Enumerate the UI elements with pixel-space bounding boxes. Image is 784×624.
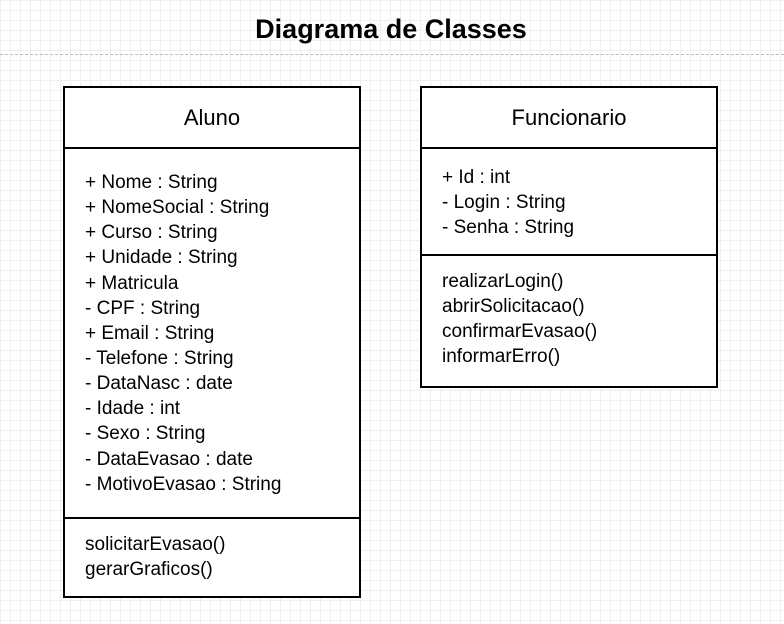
method-confirmar-evasao: confirmarEvasao() bbox=[442, 321, 598, 343]
method-informar-erro: informarErro() bbox=[442, 346, 561, 368]
attribute-sexo: - Sexo : String bbox=[85, 423, 206, 445]
attribute-nome-social: + NomeSocial : String bbox=[85, 197, 270, 219]
attribute-nome: + Nome : String bbox=[85, 172, 218, 193]
attribute-data-evasao: - DataEvasao : date bbox=[85, 448, 253, 470]
class-box-aluno[interactable]: Aluno + Nome : String + NomeSocial : Str… bbox=[63, 86, 361, 598]
class-box-funcionario[interactable]: Funcionario + Id : int - Login : String … bbox=[420, 86, 718, 388]
attribute-curso: + Curso : String bbox=[85, 222, 218, 244]
attribute-senha: - Senha : String bbox=[442, 217, 575, 239]
attribute-idade: - Idade : int bbox=[85, 398, 181, 420]
method-solicitar-evasao: solicitarEvasao() bbox=[85, 534, 226, 555]
title-divider bbox=[0, 54, 784, 55]
attribute-email: + Email : String bbox=[85, 322, 215, 344]
class-name-aluno: Aluno bbox=[65, 88, 359, 149]
method-abrir-solicitacao: abrirSolicitacao() bbox=[442, 296, 585, 318]
attribute-cpf: - CPF : String bbox=[85, 297, 201, 319]
attributes-section-aluno: + Nome : String + NomeSocial : String + … bbox=[65, 149, 359, 519]
attribute-telefone: - Telefone : String bbox=[85, 347, 234, 369]
attribute-login: - Login : String bbox=[442, 192, 566, 214]
methods-section-funcionario: realizarLogin() abrirSolicitacao() confi… bbox=[422, 256, 716, 370]
method-realizar-login: realizarLogin() bbox=[442, 271, 564, 292]
attributes-section-funcionario: + Id : int - Login : String - Senha : St… bbox=[422, 149, 716, 256]
methods-section-aluno: solicitarEvasao() gerarGraficos() bbox=[65, 519, 359, 582]
method-gerar-graficos: gerarGraficos() bbox=[85, 559, 213, 581]
attribute-matricula: + Matricula bbox=[85, 272, 179, 294]
attribute-unidade: + Unidade : String bbox=[85, 247, 238, 269]
attribute-data-nasc: - DataNasc : date bbox=[85, 373, 233, 395]
diagram-title: Diagrama de Classes bbox=[255, 14, 527, 44]
attribute-id: + Id : int bbox=[442, 167, 511, 188]
class-name-funcionario: Funcionario bbox=[422, 88, 716, 149]
attribute-motivo-evasao: - MotivoEvasao : String bbox=[85, 473, 282, 495]
